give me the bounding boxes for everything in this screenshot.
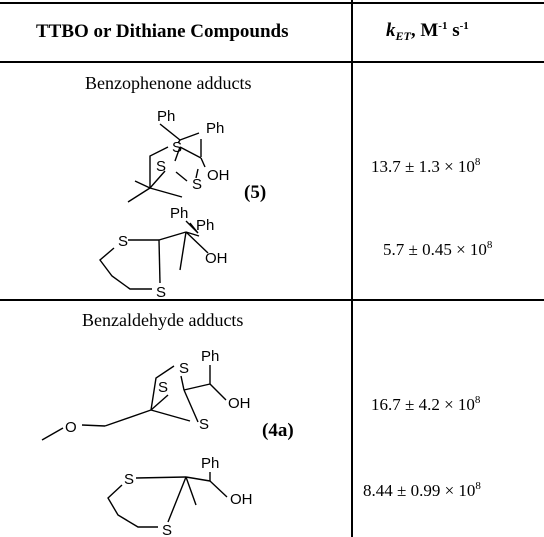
- table-top-rule: [0, 2, 544, 4]
- svg-text:OH: OH: [230, 491, 253, 508]
- svg-text:S: S: [156, 284, 166, 301]
- column-divider: [351, 0, 353, 537]
- section-title-benzophenone: Benzophenone adducts: [85, 73, 252, 93]
- svg-text:S: S: [179, 360, 189, 377]
- svg-text:OH: OH: [207, 167, 230, 184]
- svg-text:S: S: [162, 522, 172, 537]
- svg-text:S: S: [192, 176, 202, 193]
- header-rate-constant: kET, M-1 s-1: [386, 20, 469, 43]
- svg-text:Ph: Ph: [201, 455, 219, 472]
- svg-text:OH: OH: [228, 395, 251, 412]
- compound-label-4a: (4a): [262, 420, 294, 441]
- svg-text:OH: OH: [205, 250, 228, 267]
- svg-text:Ph: Ph: [170, 205, 188, 222]
- section-divider-rule: [0, 299, 544, 301]
- k-value-row-3: 16.7 ± 4.2 × 108: [371, 394, 481, 415]
- section-title-benzaldehyde: Benzaldehyde adducts: [82, 310, 244, 330]
- svg-text:O: O: [65, 419, 77, 436]
- compound-label-5: (5): [244, 182, 267, 203]
- k-value-row-1: 13.7 ± 1.3 × 108: [371, 156, 481, 177]
- header-compounds: TTBO or Dithiane Compounds: [36, 21, 289, 42]
- k-value-row-2: 5.7 ± 0.45 × 108: [383, 239, 493, 260]
- header-bottom-rule: [0, 61, 544, 63]
- svg-text:Ph: Ph: [196, 217, 214, 234]
- svg-text:Ph: Ph: [201, 348, 219, 365]
- k-value-row-4: 8.44 ± 0.99 × 108: [363, 480, 481, 501]
- svg-text:S: S: [118, 233, 128, 250]
- svg-text:Ph: Ph: [206, 120, 224, 137]
- svg-text:S: S: [124, 471, 134, 488]
- svg-text:S: S: [158, 379, 168, 396]
- svg-text:S: S: [172, 139, 182, 156]
- svg-text:Ph: Ph: [157, 108, 175, 125]
- svg-text:S: S: [199, 416, 209, 433]
- svg-text:S: S: [156, 158, 166, 175]
